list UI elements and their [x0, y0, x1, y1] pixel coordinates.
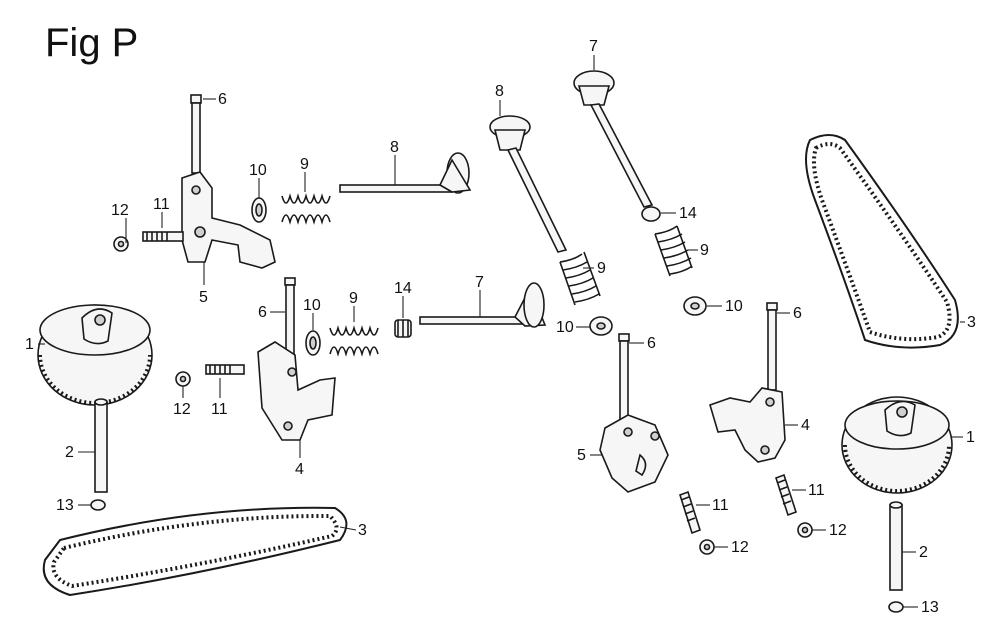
callout-5: 5: [577, 447, 586, 464]
callout-7: 7: [475, 274, 484, 291]
valve-spring-9-center-right: [654, 225, 693, 277]
intake-valve-7-diagonal: [573, 70, 654, 208]
timing-belt-3-right: [805, 134, 959, 349]
nut-12-middle-left: [175, 371, 191, 387]
cam-pulley-1-right: [841, 396, 953, 494]
cam-pulley-1-left: [37, 304, 153, 406]
rocker-arm-5-upper-left: [181, 171, 276, 269]
callout-12: 12: [829, 522, 847, 539]
circlip-13-left: [90, 499, 106, 511]
callout-13: 13: [921, 599, 939, 616]
callout-14: 14: [394, 280, 412, 297]
callout-8: 8: [390, 139, 399, 156]
nut-12-right: [797, 522, 813, 538]
nut-12-upper-left: [113, 236, 129, 252]
pivot-stud-11-middle-left: [205, 364, 245, 375]
spring-retainer-10-center-right: [683, 296, 707, 316]
callout-6: 6: [647, 335, 656, 352]
callout-11: 11: [153, 196, 170, 213]
callout-labels: 6 12 11 10 9 8 5 1 2 13 6 10 9 14 7 12 1…: [25, 38, 976, 616]
nut-12-center: [699, 539, 715, 555]
callout-6: 6: [218, 91, 227, 108]
valve-spring-9-middle: [329, 325, 379, 357]
spring-retainer-10-center: [589, 316, 613, 336]
callout-14: 14: [679, 205, 697, 222]
callout-1: 1: [966, 429, 975, 446]
callout-7: 7: [589, 38, 598, 55]
callout-11: 11: [211, 401, 228, 418]
exhaust-valve-8-diagonal: [489, 115, 568, 253]
leader-lines: [38, 55, 965, 608]
pulley-shaft-2-left: [94, 398, 108, 493]
callout-10: 10: [725, 298, 743, 315]
valve-stem-seal-14-middle: [394, 319, 412, 338]
bolt-6-center: [618, 333, 630, 424]
callout-10: 10: [249, 162, 267, 179]
callout-2: 2: [65, 444, 74, 461]
valve-spring-9-upper: [281, 193, 331, 225]
callout-11: 11: [712, 497, 729, 514]
spring-retainer-10-middle: [305, 330, 321, 356]
valve-spring-9-center: [559, 251, 601, 306]
callout-4: 4: [295, 461, 304, 478]
valve-stem-seal-14-center: [641, 206, 661, 222]
callout-5: 5: [199, 289, 208, 306]
rocker-arm-5-center: [599, 414, 669, 493]
callout-3: 3: [967, 314, 976, 331]
callout-9: 9: [349, 290, 358, 307]
callout-4: 4: [801, 417, 810, 434]
pulley-shaft-2-right: [889, 501, 903, 591]
callout-12: 12: [731, 539, 749, 556]
callout-12: 12: [111, 202, 129, 219]
callout-12: 12: [173, 401, 191, 418]
callout-8: 8: [495, 83, 504, 100]
circlip-13-right: [888, 601, 904, 613]
callout-3: 3: [358, 522, 367, 539]
callout-13: 13: [56, 497, 74, 514]
pivot-stud-11-upper-left: [142, 231, 184, 242]
intake-valve-7-horizontal: [419, 282, 547, 328]
spring-retainer-10-upper: [251, 197, 267, 223]
exhaust-valve-8-horizontal: [339, 152, 472, 194]
callout-11: 11: [808, 482, 825, 499]
pivot-stud-11-center: [679, 490, 701, 535]
rocker-arm-4-right: [709, 387, 786, 463]
figure-title: Fig P: [45, 21, 138, 65]
bolt-6-right: [766, 302, 778, 391]
rocker-arm-4-middle-left: [257, 341, 336, 441]
callout-9: 9: [700, 242, 709, 259]
callout-10: 10: [303, 297, 321, 314]
bolt-6-upper-left: [190, 94, 202, 174]
callout-6: 6: [793, 305, 802, 322]
pivot-stud-11-right: [775, 473, 797, 517]
callout-2: 2: [919, 544, 928, 561]
callout-6: 6: [258, 304, 267, 321]
callout-10: 10: [556, 319, 574, 336]
callout-9: 9: [597, 260, 606, 277]
timing-belt-3-left: [42, 506, 348, 597]
callout-1: 1: [25, 336, 34, 353]
callout-9: 9: [300, 156, 309, 173]
